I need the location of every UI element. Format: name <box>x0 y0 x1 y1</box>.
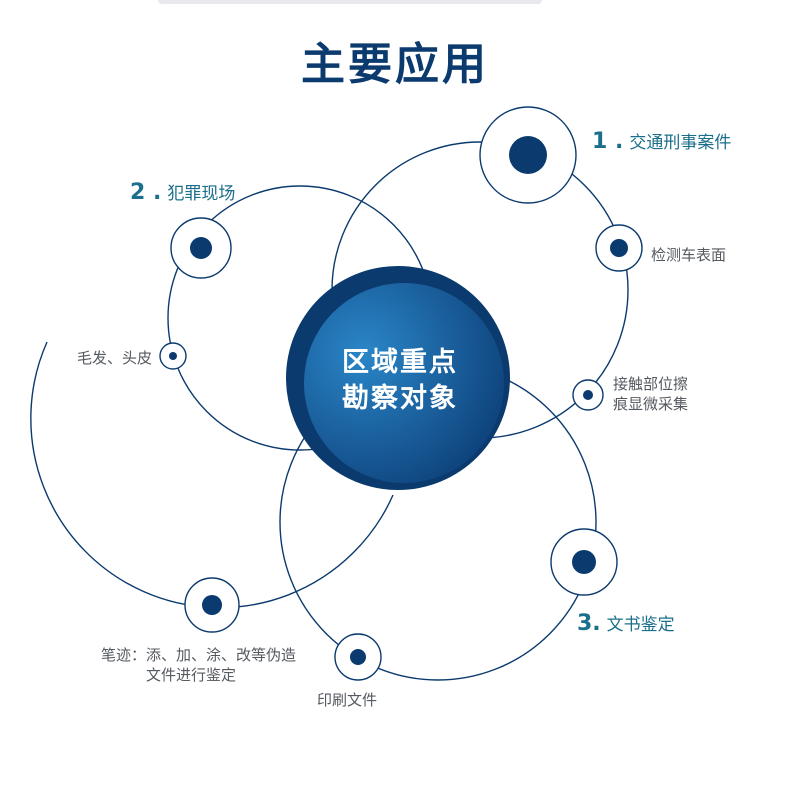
page-title: 主要应用 <box>301 39 489 90</box>
crime-scene-text: 犯罪现场 <box>167 184 236 204</box>
crime-scene-number: 2 . <box>130 180 162 205</box>
center-label: 区域重点 勘察对象 <box>300 345 500 417</box>
handwriting-arc <box>30 341 394 609</box>
document-text: 文书鉴定 <box>606 615 675 635</box>
handwriting-label: 笔迹：添、加、涂、改等伪造 文件进行鉴定 <box>101 645 297 685</box>
hair-skin-label: 毛发、头皮 <box>77 349 153 367</box>
document-label: 3.文书鉴定 <box>577 610 675 636</box>
hair-skin-node <box>159 342 187 370</box>
center-label-line2: 勘察对象 <box>342 383 458 414</box>
printed-docs-label: 印刷文件 <box>317 691 378 709</box>
document-number: 3. <box>577 611 601 636</box>
contact-trace-node <box>572 379 604 411</box>
crime-scene-node <box>170 217 232 279</box>
printed-docs-node <box>334 633 382 681</box>
top-decoration-bar <box>158 0 542 4</box>
handwriting-line2: 文件进行鉴定 <box>145 666 236 684</box>
crime-scene-label: 2 .犯罪现场 <box>130 179 235 205</box>
contact-trace-label: 接触部位擦 痕显微采集 <box>613 374 688 414</box>
contact-trace-line1: 接触部位擦 <box>613 375 689 393</box>
traffic-case-number: 1 . <box>592 129 624 154</box>
vehicle-surface-label: 检测车表面 <box>651 246 727 264</box>
traffic-case-text: 交通刑事案件 <box>629 133 732 153</box>
traffic-case-node <box>479 106 577 204</box>
contact-trace-line2: 痕显微采集 <box>613 395 689 413</box>
vehicle-surface-node <box>595 224 643 272</box>
handwriting-line1: 笔迹：添、加、涂、改等伪造 <box>101 646 297 664</box>
document-node <box>550 528 618 596</box>
traffic-case-label: 1 .交通刑事案件 <box>592 128 731 154</box>
center-label-line1: 区域重点 <box>342 347 458 378</box>
handwriting-node <box>184 577 240 633</box>
center-core <box>304 283 504 483</box>
